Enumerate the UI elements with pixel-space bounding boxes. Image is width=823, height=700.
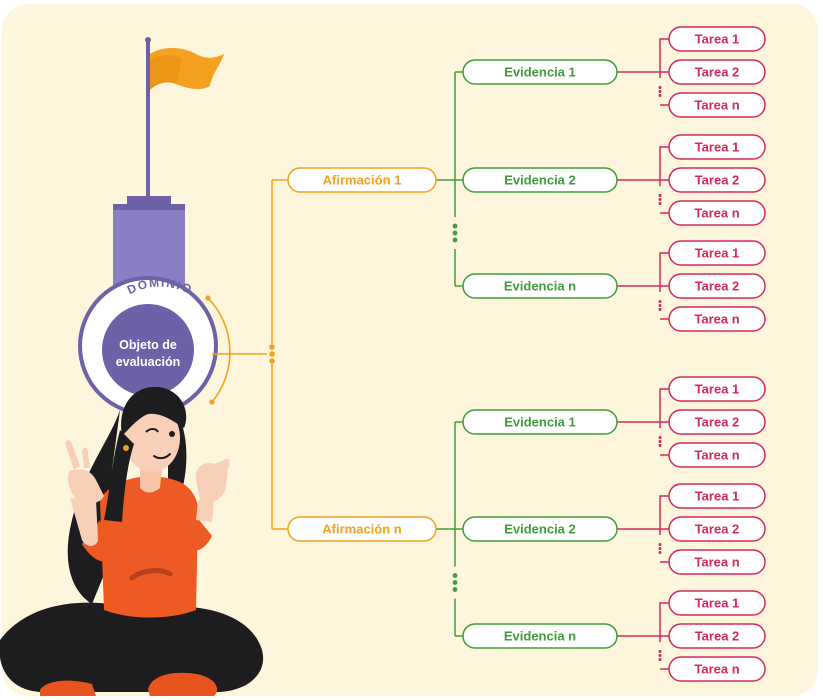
task-node: Tarea 2: [668, 409, 766, 435]
person-illustration: [0, 386, 264, 696]
task-node: Tarea n: [668, 92, 766, 118]
task-node: Tarea 2: [668, 167, 766, 193]
evidence-node-label: Evidencia 2: [504, 173, 576, 188]
task-node: Tarea 1: [668, 240, 766, 266]
task-node: Tarea 2: [668, 59, 766, 85]
task-node: Tarea 1: [668, 376, 766, 402]
task-ellipsis: [658, 86, 662, 97]
diagram-layer: Tarea 1 Tarea 2 Tarea n Evidencia 1 Tarea 1 T…: [212, 26, 766, 682]
task-node-label: Tarea 2: [695, 522, 740, 537]
task-bus: [659, 146, 669, 186]
task-node: Tarea 2: [668, 273, 766, 299]
domain-center-label-line2: evaluación: [116, 355, 181, 369]
domain-ring-label: DOMINIO: [125, 275, 195, 297]
task-node: Tarea 1: [668, 483, 766, 509]
task-node-label: Tarea n: [694, 662, 739, 677]
task-node-label: Tarea 2: [695, 415, 740, 430]
task-node: Tarea n: [668, 656, 766, 682]
task-bus: [659, 602, 669, 642]
affirmation-node: Afirmación 1: [287, 167, 437, 193]
evidence-node-label: Evidencia n: [504, 279, 576, 294]
evidence-node-label: Evidencia 1: [504, 65, 576, 80]
evidence-node: Evidencia 2: [462, 516, 618, 542]
task-node-label: Tarea 2: [695, 629, 740, 644]
evidence-node-label: Evidencia 2: [504, 522, 576, 537]
evidence-node: Evidencia n: [462, 273, 618, 299]
task-node: Tarea 2: [668, 516, 766, 542]
task-node-label: Tarea 1: [695, 382, 740, 397]
task-node-label: Tarea n: [694, 206, 739, 221]
task-bus: [659, 252, 669, 292]
evidence-node: Evidencia 2: [462, 167, 618, 193]
task-node-label: Tarea 1: [695, 32, 740, 47]
task-ellipsis: [658, 650, 662, 661]
task-ellipsis: [658, 300, 662, 311]
task-bus: [659, 495, 669, 535]
task-node-label: Tarea 1: [695, 596, 740, 611]
task-node: Tarea n: [668, 200, 766, 226]
evidence-node-label: Evidencia n: [504, 629, 576, 644]
flag-icon: [145, 37, 224, 202]
evidence-node: Evidencia n: [462, 623, 618, 649]
task-node: Tarea n: [668, 306, 766, 332]
task-node-label: Tarea 2: [695, 279, 740, 294]
task-node-label: Tarea n: [694, 555, 739, 570]
evidence-node: Evidencia 1: [462, 59, 618, 85]
task-bus: [659, 388, 669, 428]
task-ellipsis: [658, 543, 662, 554]
affirmation-node-label: Afirmación n: [322, 522, 402, 537]
affirmation-node-label: Afirmación 1: [323, 173, 402, 188]
task-node: Tarea 1: [668, 590, 766, 616]
task-node-label: Tarea 1: [695, 140, 740, 155]
task-node: Tarea 1: [668, 26, 766, 52]
task-node: Tarea n: [668, 442, 766, 468]
task-node: Tarea n: [668, 549, 766, 575]
task-node-label: Tarea 2: [695, 173, 740, 188]
root-ellipsis: [269, 344, 275, 364]
evidence-node: Evidencia 1: [462, 409, 618, 435]
task-node-label: Tarea 1: [695, 246, 740, 261]
evidence-ellipsis: [452, 223, 458, 243]
task-node-label: Tarea n: [694, 98, 739, 113]
task-node-label: Tarea n: [694, 448, 739, 463]
task-node-label: Tarea 1: [695, 489, 740, 504]
task-bus: [659, 38, 669, 78]
task-node-label: Tarea 2: [695, 65, 740, 80]
domain-center-label-line1: Objeto de: [119, 338, 177, 352]
task-node: Tarea 2: [668, 623, 766, 649]
affirmation-node: Afirmación n: [287, 516, 437, 542]
task-ellipsis: [658, 194, 662, 205]
task-node-label: Tarea n: [694, 312, 739, 327]
task-node: Tarea 1: [668, 134, 766, 160]
evidence-ellipsis: [452, 573, 458, 592]
evidence-node-label: Evidencia 1: [504, 415, 576, 430]
task-ellipsis: [658, 436, 662, 447]
